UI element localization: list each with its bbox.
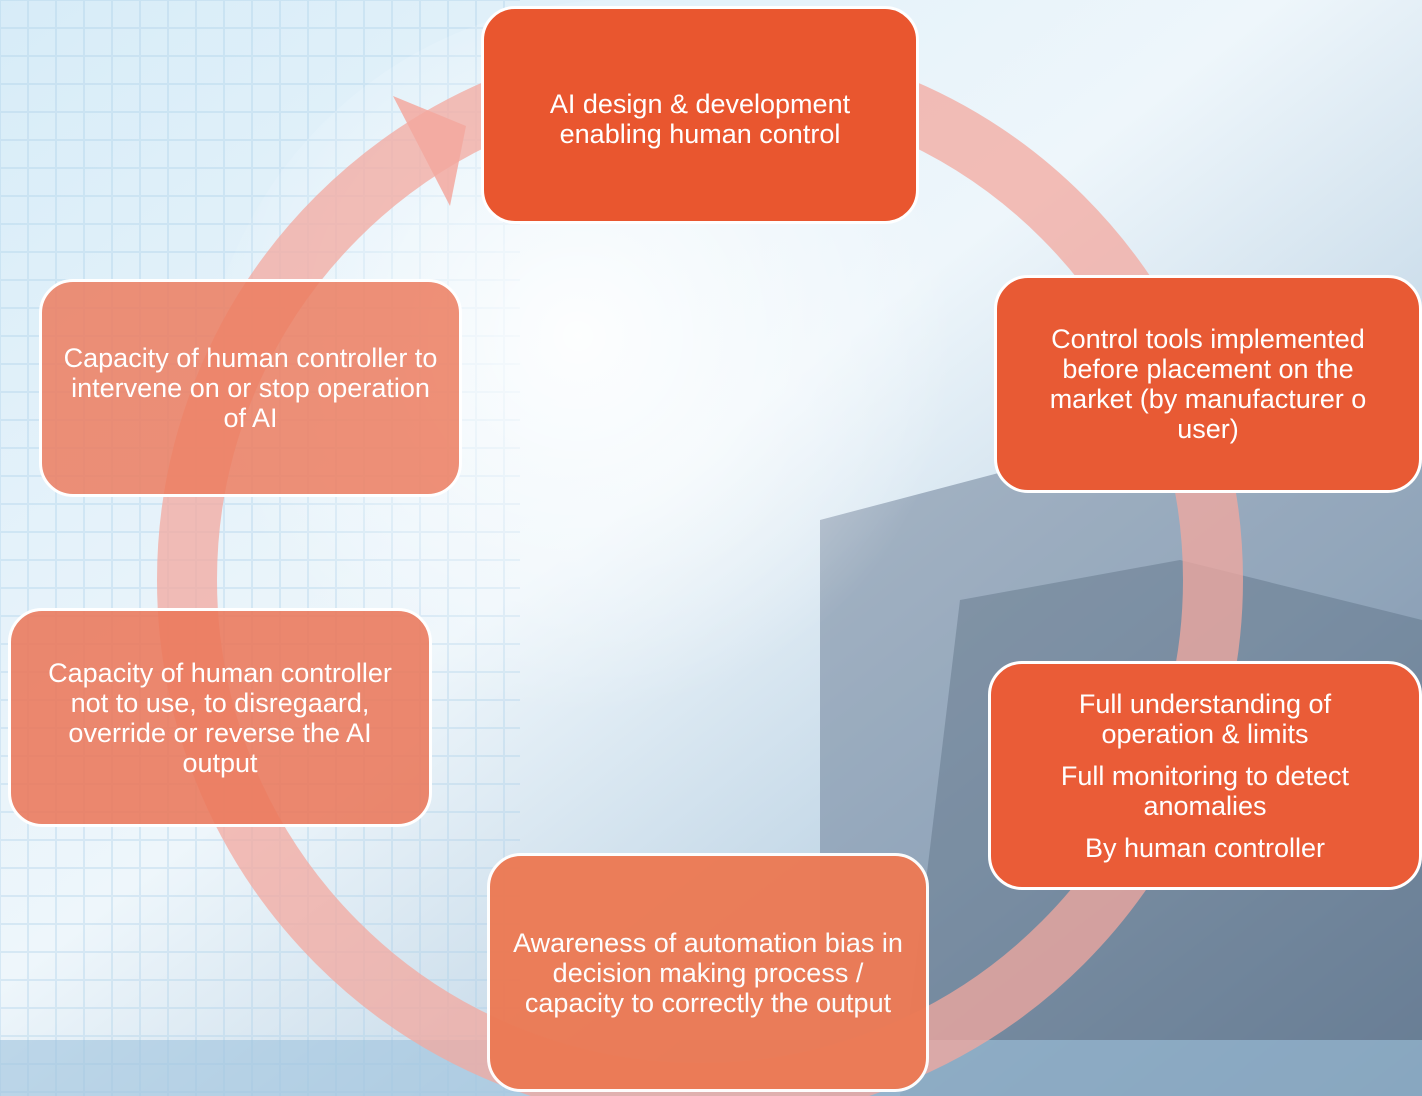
node-text: AI design & development enabling human c… [549,89,851,149]
node-text: By human controller [1084,832,1326,863]
node-ai-design: AI design & development enabling human c… [481,6,919,224]
node-text: Capacity of human controller to interven… [63,343,438,433]
node-override-capacity: Capacity of human controller not to use,… [8,608,432,827]
node-text: Awareness of automation bias in decision… [513,927,903,1018]
node-intervene-capacity: Capacity of human controller to interven… [39,279,462,497]
node-automation-bias: Awareness of automation bias in decision… [487,853,929,1092]
node-text: Capacity of human controller not to use,… [48,657,392,778]
node-understanding-monitoring: Full understanding of operation & limits… [988,661,1422,890]
node-text: Full monitoring to detect anomalies [1060,760,1350,821]
arrow-head-icon [393,96,466,206]
node-text: Full understanding of operation & limits [1078,688,1332,749]
node-text: Control tools implemented before placeme… [1049,324,1367,444]
node-control-tools: Control tools implemented before placeme… [994,275,1422,493]
